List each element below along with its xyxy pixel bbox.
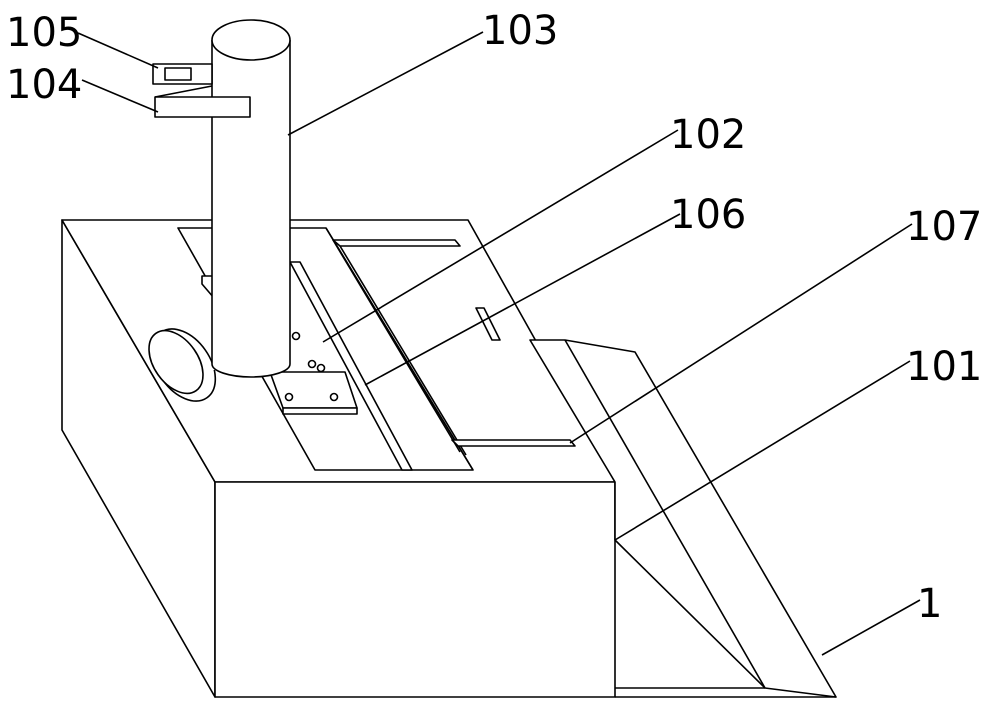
leader-105 [77,32,159,69]
leader-103 [287,31,484,136]
bolt-hole [316,363,326,373]
sensor-window [164,67,192,81]
inclined-chute [529,339,837,698]
chute-edge-line [564,339,766,689]
label-1: 1 [917,581,942,627]
leader-106 [364,213,681,386]
guide-rail-long-2 [332,239,461,453]
bolt-hole [307,359,317,369]
housing-front-face [214,481,616,698]
knob-front [148,329,204,395]
label-103: 103 [482,8,558,54]
label-102: 102 [670,112,746,158]
mounting-plate-side [282,407,358,415]
bolt-holes [284,331,339,402]
column-top [211,19,291,61]
bolt-hole [291,331,301,341]
middle-rail [289,261,413,471]
bottom-guide-plate [451,439,576,447]
bracket-104 [154,96,251,118]
bolt-hole [284,392,294,402]
leader-107 [569,223,913,444]
label-101: 101 [906,344,982,390]
label-106: 106 [670,192,746,238]
leader-lines [77,31,921,656]
guide-rail-long-3 [339,245,467,456]
leader-102 [322,129,679,343]
label-107: 107 [906,204,982,250]
leader-1 [821,599,921,656]
leader-104 [81,79,159,113]
column-bottom [211,363,291,378]
label-105: 105 [6,10,82,56]
leader-101 [614,360,911,541]
vertical-column [211,19,291,378]
bolt-hole [329,392,339,402]
bracket-assembly [152,63,251,118]
slot-opening [475,307,501,341]
right-guide-plate [332,239,461,247]
round-knob [148,328,217,402]
label-104: 104 [6,62,82,108]
mounting-plate [269,371,358,409]
chute-side-plate [529,339,837,698]
reference-labels: 105 104 103 102 106 107 101 1 [6,8,982,627]
